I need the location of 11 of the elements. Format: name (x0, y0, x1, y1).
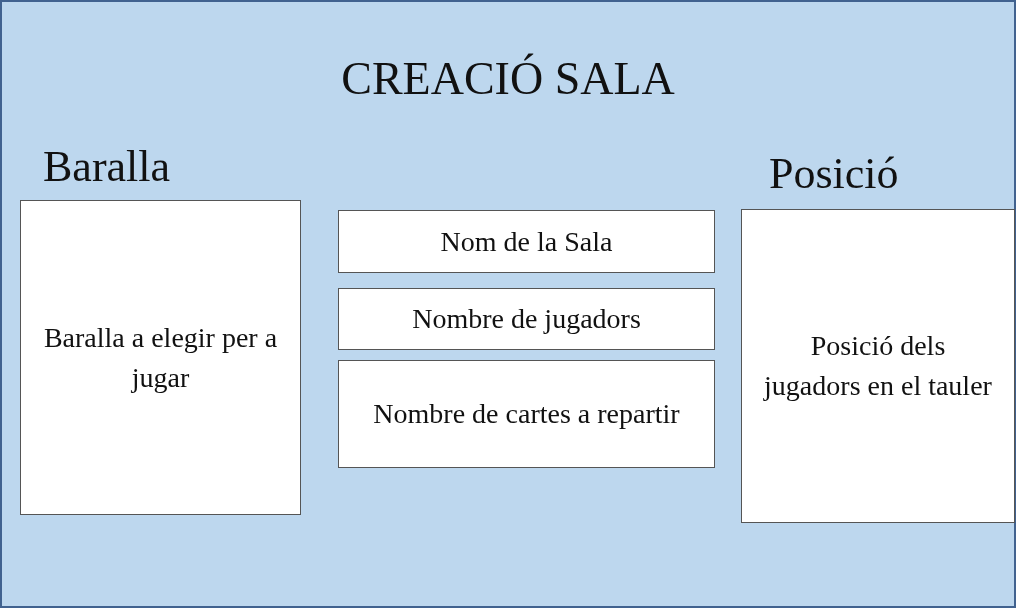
box-text: Nombre de cartes a repartir (373, 397, 680, 431)
option-box (338, 288, 715, 350)
box-text: Posició dels jugadors en el tauler (762, 329, 993, 403)
panel-title: CREACIÓ SALA (341, 52, 675, 105)
section-heading: Posició (769, 148, 899, 199)
option-box (338, 210, 715, 273)
box-text: Baralla a elegir per a jugar (42, 320, 279, 395)
option-box (338, 360, 715, 468)
section-heading: Baralla (43, 141, 171, 192)
box-text: Nom de la Sala (440, 224, 613, 259)
box-text: Nombre de jugadors (412, 302, 641, 336)
